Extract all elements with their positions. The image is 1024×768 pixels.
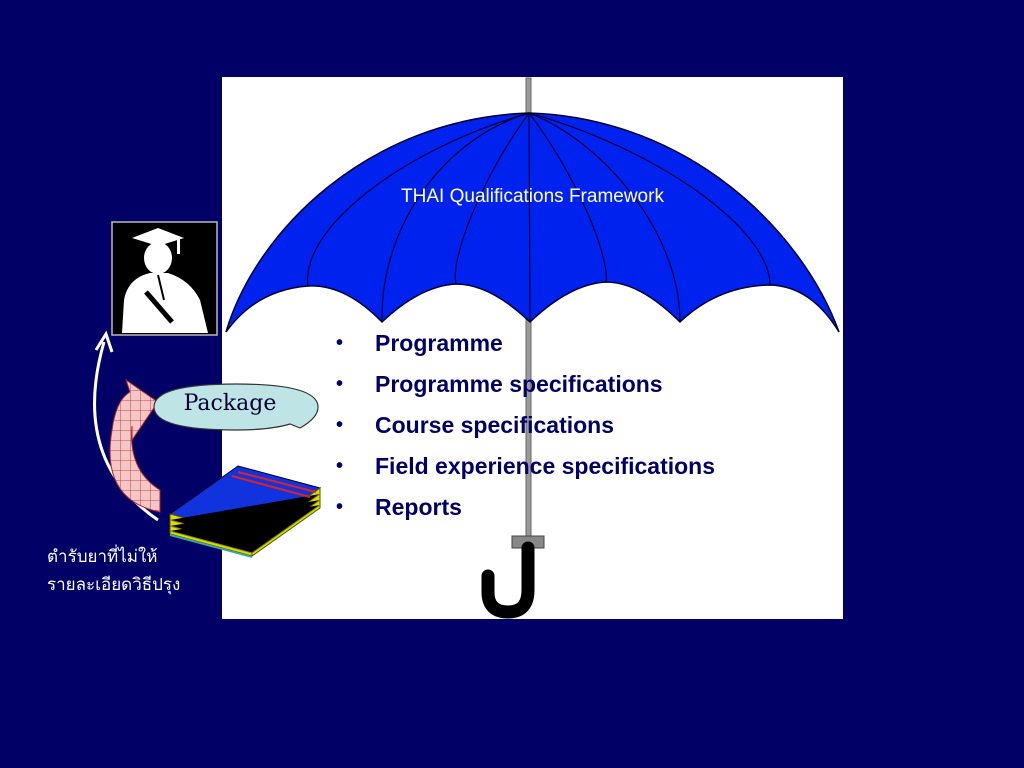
package-label: Package (183, 391, 277, 416)
bullet-item: • Field experience specifications (336, 446, 715, 487)
bullet-dot: • (336, 373, 344, 395)
bullet-text: Programme specifications (375, 371, 663, 397)
bullet-text: Programme (375, 330, 503, 356)
bullet-dot: • (336, 414, 344, 436)
grid-arrow-icon (109, 378, 161, 513)
bullet-text: Course specifications (375, 412, 615, 438)
bullet-item: • Programme (336, 323, 715, 364)
bullet-item: • Course specifications (336, 405, 715, 446)
graduate-icon (111, 221, 218, 336)
umbrella-title: THAI Qualifications Framework (401, 186, 664, 207)
bullet-text: Field experience specifications (375, 453, 716, 479)
bullet-list: • Programme • Programme specifications • Co… (336, 323, 715, 528)
bullet-dot: • (336, 332, 344, 354)
bullet-text: Reports (375, 494, 462, 520)
bullet-item: • Programme specifications (336, 364, 715, 405)
thai-caption: ตำรับยาที่ไม่ให้ รายละเอียดวิธีปรุง (47, 547, 181, 595)
bullet-dot: • (336, 496, 344, 518)
book-stack-icon (168, 465, 322, 558)
package-bubble (153, 383, 319, 431)
bullet-dot: • (336, 455, 344, 477)
bullet-item: • Reports (336, 487, 715, 528)
